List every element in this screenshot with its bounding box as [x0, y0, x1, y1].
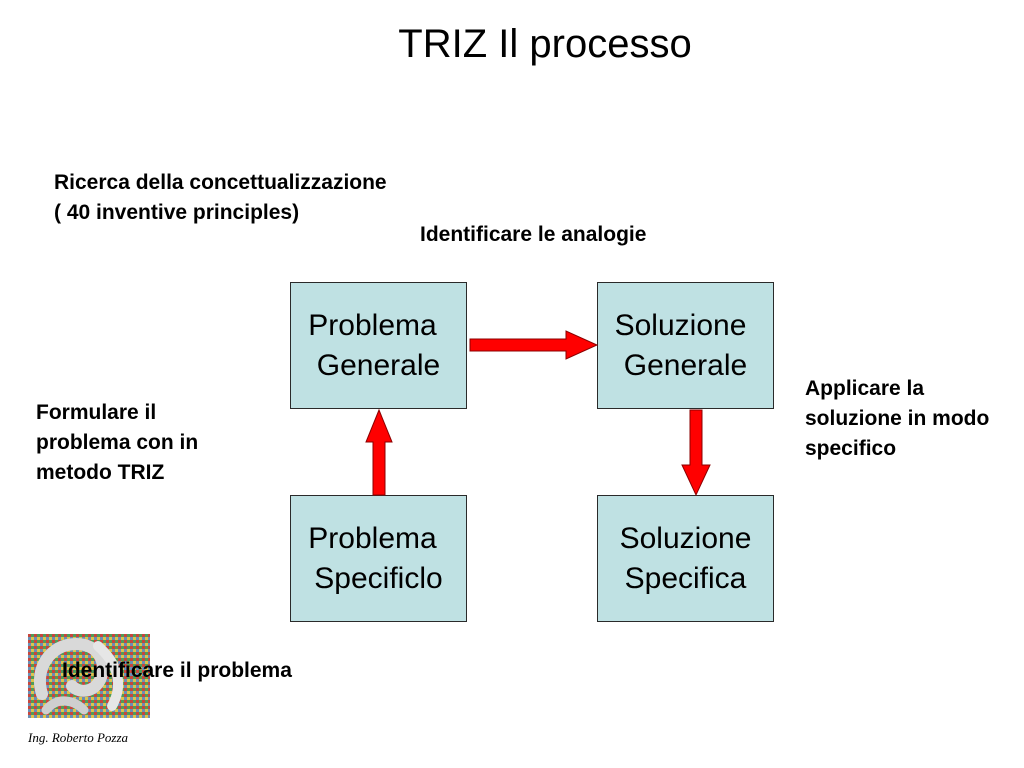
slide-title: TRIZ Il processo	[398, 22, 692, 66]
ricerca-line-2: ( 40 inventive principles)	[54, 201, 300, 224]
applicare-line-1: Applicare la	[805, 377, 925, 400]
mosaic-logo-icon	[28, 634, 150, 718]
arrow-down-icon	[681, 409, 711, 497]
identificare-problema-note: Identificare il problema	[62, 659, 292, 682]
formulare-note: Formulare il problema con in metodo TRIZ	[36, 398, 198, 488]
box-problema-specifico-line-2: Specificlo	[314, 561, 443, 595]
footer-author: Ing. Roberto Pozza	[28, 730, 129, 745]
box-problema-generale: Problema Generale	[290, 282, 467, 409]
box-soluzione-specifica: Soluzione Specifica	[597, 495, 774, 622]
formulare-line-3: metodo TRIZ	[36, 461, 165, 484]
applicare-note: Applicare la soluzione in modo specifico	[805, 374, 989, 464]
applicare-line-2: soluzione in modo	[805, 407, 990, 430]
ricerca-note: Ricerca della concettualizzazione ( 40 i…	[54, 168, 387, 228]
box-soluzione-generale: Soluzione Generale	[597, 282, 774, 409]
formulare-line-1: Formulare il	[36, 401, 157, 424]
box-problema-generale-line-1: Problema	[308, 308, 437, 342]
formulare-line-2: problema con in	[36, 431, 199, 454]
arrow-up-icon	[365, 408, 393, 496]
box-problema-specifico-line-1: Problema	[308, 521, 437, 555]
box-soluzione-specifica-line-1: Soluzione	[619, 521, 752, 555]
box-soluzione-generale-line-2: Generale	[623, 348, 748, 382]
arrow-right-icon	[469, 330, 599, 360]
box-problema-specifico: Problema Specificlo	[290, 495, 467, 622]
ricerca-line-1: Ricerca della concettualizzazione	[54, 171, 387, 194]
box-problema-generale-line-2: Generale	[316, 348, 441, 382]
analogie-note: Identificare le analogie	[420, 223, 647, 246]
applicare-line-3: specifico	[805, 437, 897, 460]
box-soluzione-specifica-line-2: Specifica	[624, 561, 747, 595]
box-soluzione-generale-line-1: Soluzione	[614, 308, 747, 342]
